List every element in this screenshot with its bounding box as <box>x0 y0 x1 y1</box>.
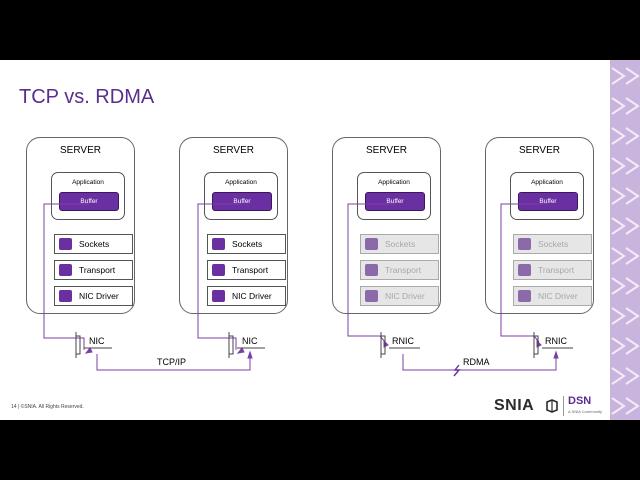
slide-title: TCP vs. RDMA <box>19 86 155 108</box>
layer-icon <box>212 238 225 250</box>
buffer-block: Buffer <box>212 192 272 211</box>
server-label: SERVER <box>60 145 101 156</box>
application-label: Application <box>72 179 104 186</box>
layer-transport: Transport <box>54 260 133 280</box>
layer-icon <box>518 290 531 302</box>
layer-sockets: Sockets <box>54 234 133 254</box>
layer-label: Transport <box>385 265 422 275</box>
layer-icon <box>365 238 378 250</box>
nic-card-icon <box>75 332 81 358</box>
layer-nic-driver: NIC Driver <box>207 286 286 306</box>
layer-label: NIC Driver <box>538 291 578 301</box>
layer-icon <box>365 264 378 276</box>
layer-icon <box>365 290 378 302</box>
layer-nic-driver-bypassed: NIC Driver <box>360 286 439 306</box>
layer-icon <box>59 290 72 302</box>
application-label: Application <box>378 179 410 186</box>
layer-sockets-bypassed: Sockets <box>513 234 592 254</box>
buffer-block: Buffer <box>518 192 578 211</box>
layer-label: NIC Driver <box>79 291 119 301</box>
layer-icon <box>59 264 72 276</box>
buffer-block: Buffer <box>59 192 119 211</box>
application-label: Application <box>531 179 563 186</box>
layer-icon <box>212 264 225 276</box>
snia-logo-text: SNIA <box>494 397 535 414</box>
dsn-logo-subtitle: A SNIA Community <box>568 409 603 414</box>
server-label: SERVER <box>213 145 254 156</box>
layer-label: Sockets <box>232 239 263 249</box>
dsn-logo-text: DSN <box>568 395 592 407</box>
layer-icon <box>518 264 531 276</box>
buffer-block: Buffer <box>365 192 425 211</box>
server-label: SERVER <box>519 145 560 156</box>
layer-label: Sockets <box>538 239 569 249</box>
decorative-chevron-strip <box>610 60 640 420</box>
rdma-label: RDMA <box>463 357 490 367</box>
arrow-head-icon <box>247 350 253 359</box>
layer-label: Sockets <box>79 239 110 249</box>
slide: TCP vs. RDMA SERVER Application Buffer S… <box>0 60 640 420</box>
arrow-head-icon <box>383 339 389 348</box>
layer-transport: Transport <box>207 260 286 280</box>
nic-label: NIC <box>241 336 259 346</box>
nic-card-icon <box>380 332 386 358</box>
arrow-head-icon <box>536 339 542 348</box>
layer-label: NIC Driver <box>232 291 272 301</box>
application-box: Application Buffer <box>510 172 584 220</box>
server-label: SERVER <box>366 145 407 156</box>
layer-transport-bypassed: Transport <box>513 260 592 280</box>
layer-transport-bypassed: Transport <box>360 260 439 280</box>
nic-card-icon <box>533 332 539 358</box>
layer-label: NIC Driver <box>385 291 425 301</box>
arrow-head-icon <box>84 347 93 354</box>
arrow-head-icon <box>236 347 245 354</box>
nic-card-icon <box>228 332 234 358</box>
server-box-4: SERVER Application Buffer Sockets Transp… <box>485 137 594 314</box>
layer-sockets: Sockets <box>207 234 286 254</box>
tcp-ip-label: TCP/IP <box>157 357 187 367</box>
layer-label: Sockets <box>385 239 416 249</box>
layer-label: Transport <box>538 265 575 275</box>
layer-sockets-bypassed: Sockets <box>360 234 439 254</box>
application-box: Application Buffer <box>51 172 125 220</box>
rdma-bolt-icon <box>453 364 461 377</box>
nic-label: NIC <box>88 336 106 346</box>
server-box-2: SERVER Application Buffer Sockets Transp… <box>179 137 288 314</box>
layer-label: Transport <box>79 265 116 275</box>
application-box: Application Buffer <box>357 172 431 220</box>
layer-icon <box>518 238 531 250</box>
snia-logo-mark-icon <box>546 399 558 413</box>
rnic-label: RNIC <box>544 336 568 346</box>
layer-nic-driver-bypassed: NIC Driver <box>513 286 592 306</box>
application-box: Application Buffer <box>204 172 278 220</box>
footer-copyright: 14 | ©SNIA. All Rights Reserved. <box>11 404 84 410</box>
logo-separator <box>563 396 564 416</box>
server-box-3: SERVER Application Buffer Sockets Transp… <box>332 137 441 314</box>
layer-label: Transport <box>232 265 269 275</box>
layer-icon <box>59 238 72 250</box>
layer-nic-driver: NIC Driver <box>54 286 133 306</box>
layer-icon <box>212 290 225 302</box>
server-box-1: SERVER Application Buffer Sockets Transp… <box>26 137 135 314</box>
application-label: Application <box>225 179 257 186</box>
rnic-label: RNIC <box>391 336 415 346</box>
arrow-head-icon <box>553 350 559 359</box>
